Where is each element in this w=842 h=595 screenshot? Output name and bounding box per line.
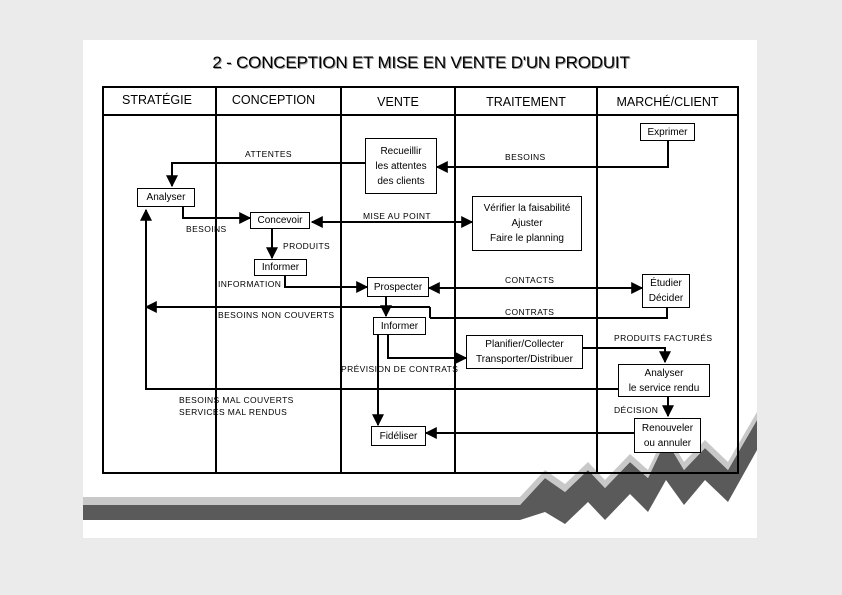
label-besoins-mal-couverts: BESOINS MAL COUVERTS SERVICES MAL RENDUS (179, 395, 294, 417)
box-concevoir: Concevoir (250, 212, 310, 229)
box-planifier: Planifier/Collecter Transporter/Distribu… (466, 335, 583, 369)
label-besoins-non-couverts: BESOINS NON COUVERTS (218, 310, 335, 320)
label-information: INFORMATION (218, 279, 282, 289)
column-header-conception: CONCEPTION (231, 93, 316, 107)
box-fideliser: Fidéliser (371, 426, 426, 446)
box-exprimer: Exprimer (640, 123, 695, 141)
column-header-traitement: TRAITEMENT (486, 95, 566, 109)
column-header-strategie: STRATÉGIE (122, 93, 192, 107)
box-analyser: Analyser (137, 188, 195, 207)
label-produits: PRODUITS (283, 241, 331, 251)
column-header-marche-client: MARCHÉ/CLIENT (616, 95, 719, 109)
box-verifier: Vérifier la faisabilité Ajuster Faire le… (472, 196, 582, 251)
column-header-vente: VENTE (377, 95, 419, 109)
label-decision: DÉCISION (614, 405, 659, 415)
box-prospecter: Prospecter (367, 277, 429, 297)
label-contrats: CONTRATS (505, 307, 555, 317)
label-attentes: ATTENTES (245, 149, 292, 159)
box-informer-conception: Informer (254, 259, 307, 276)
label-besoins-left: BESOINS (186, 224, 227, 234)
label-mise-au-point: MISE AU POINT (363, 211, 432, 221)
label-contacts: CONTACTS (505, 275, 555, 285)
box-informer-vente: Informer (373, 317, 426, 335)
box-renouveler: Renouveler ou annuler (634, 418, 701, 453)
box-etudier: Étudier Décider (642, 274, 690, 308)
page-title: 2 - CONCEPTION ET MISE EN VENTE D'UN PRO… (212, 53, 630, 72)
label-besoins-top: BESOINS (505, 152, 546, 162)
box-analyser-service: Analyser le service rendu (618, 364, 710, 397)
label-produits-factures: PRODUITS FACTURÉS (614, 333, 713, 343)
box-recueillir: Recueillir les attentes des clients (365, 138, 437, 194)
label-prevision-de-contrats: PRÉVISION DE CONTRATS (341, 364, 459, 374)
